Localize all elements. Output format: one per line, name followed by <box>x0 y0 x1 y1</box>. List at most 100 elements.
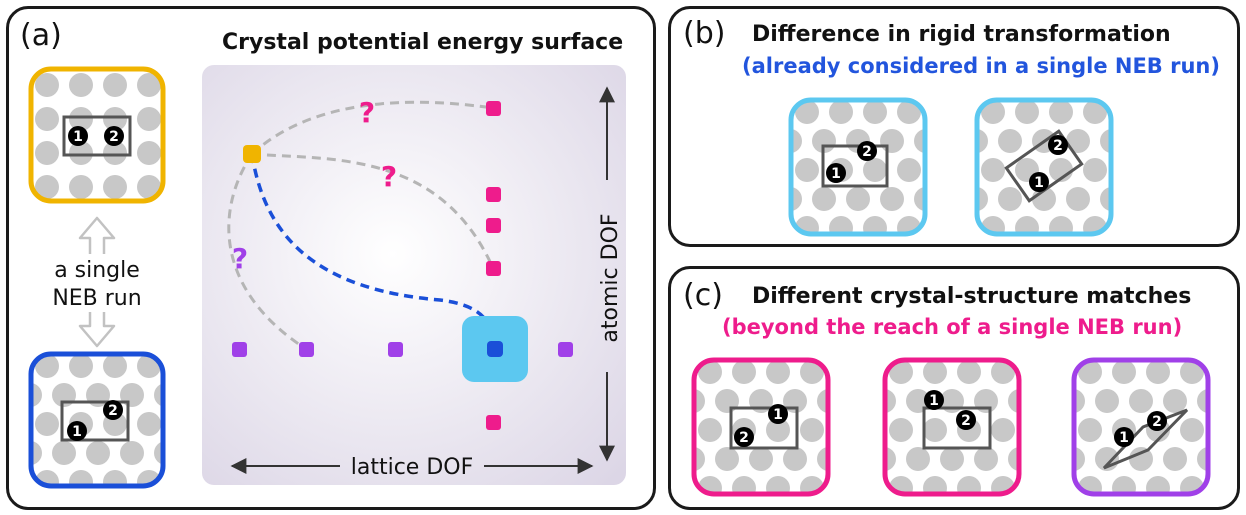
lattice-dot <box>1066 187 1090 211</box>
atom-2: 2 <box>1147 411 1167 431</box>
lattice-dot <box>171 39 195 63</box>
lattice-dot <box>69 354 93 378</box>
lattice-dot <box>947 216 971 240</box>
lattice-dot <box>18 325 42 349</box>
lattice-dot <box>1074 447 1085 471</box>
neb-label-line1: a single <box>54 258 140 283</box>
lattice-dot <box>35 175 59 199</box>
lattice-dot <box>851 331 875 355</box>
lattice-dot <box>715 331 739 355</box>
lattice-dot <box>715 505 739 515</box>
lattice-dot <box>974 331 998 355</box>
lattice-dot <box>914 245 938 269</box>
lattice-dot <box>766 360 790 384</box>
svg-text:2: 2 <box>1152 414 1162 430</box>
lattice-dot <box>137 73 161 97</box>
lattice-dot <box>914 129 925 153</box>
purple-marker <box>299 342 314 357</box>
lattice-dot <box>800 360 824 384</box>
lattice-dot <box>694 447 705 471</box>
lattice-dot <box>69 175 93 199</box>
lattice-dot <box>795 216 819 234</box>
lattice-dot <box>103 39 127 63</box>
lattice-dot <box>1044 418 1068 442</box>
lattice-dot <box>1151 216 1175 240</box>
lattice-dot <box>103 107 127 131</box>
lattice-dot <box>1042 331 1066 355</box>
lattice-dot <box>906 331 930 355</box>
svg-text:2: 2 <box>108 403 118 419</box>
lattice-dot <box>664 360 688 384</box>
tile-match-3: 1 2 <box>1044 357 1238 515</box>
lattice-dot <box>885 331 909 355</box>
svg-text:1: 1 <box>72 424 82 440</box>
lattice-dot <box>1163 505 1187 515</box>
supercell-box <box>60 400 130 442</box>
lattice-dot <box>154 325 178 349</box>
lattice-dot <box>1180 360 1204 384</box>
lattice-dot <box>69 470 93 486</box>
x-axis-label: lattice DOF <box>351 455 474 480</box>
question-mark-top: ? <box>359 96 375 129</box>
lattice-dot <box>977 129 988 153</box>
lattice-dot <box>981 100 1005 124</box>
lattice-dot <box>863 216 887 234</box>
magenta-marker <box>486 415 501 430</box>
lattice-dot <box>52 499 76 515</box>
lattice-dot <box>991 360 1015 384</box>
lattice-dot <box>1214 360 1238 384</box>
lattice-dot <box>35 107 59 131</box>
lattice-dot <box>957 476 981 494</box>
lattice-dot <box>171 470 195 494</box>
lattice-dot <box>171 175 195 199</box>
atom-1: 1 <box>924 390 944 410</box>
lattice-dot <box>86 499 110 515</box>
question-mark-mid: ? <box>381 160 397 193</box>
lattice-dot <box>855 418 879 442</box>
lattice-dot <box>681 331 705 355</box>
lattice-dot <box>977 187 988 211</box>
lattice-dot <box>795 100 819 124</box>
lattice-dot <box>851 505 875 515</box>
lattice-dot <box>855 360 879 384</box>
lattice-dot <box>52 441 76 465</box>
atom-2: 2 <box>1048 135 1068 155</box>
lattice-dot <box>923 418 947 442</box>
supercell-box <box>1004 129 1084 203</box>
atom-2: 2 <box>734 427 754 447</box>
lattice-dot <box>1066 129 1090 153</box>
lattice-dot <box>137 412 161 436</box>
tile-match-1: 1 2 <box>664 331 909 515</box>
lattice-dot <box>749 505 773 515</box>
lattice-dot <box>1008 505 1032 515</box>
atom-2: 2 <box>104 126 124 146</box>
lattice-dot <box>998 129 1022 153</box>
lattice-dot <box>783 505 807 515</box>
lattice-dot <box>829 216 853 234</box>
lattice-dot <box>897 216 921 234</box>
panel-c-title: Different crystal-structure matches <box>752 284 1192 309</box>
pes-background <box>202 65 626 485</box>
lattice-dot <box>1015 216 1039 234</box>
lattice-dot <box>889 418 913 442</box>
lattice-dot <box>834 418 858 442</box>
atom-1: 1 <box>768 404 788 424</box>
lattice-dot <box>1078 418 1102 442</box>
lattice-dot <box>761 158 785 182</box>
lattice-dot <box>171 354 195 378</box>
lattice-dot <box>974 505 998 515</box>
lattice-dot <box>872 505 896 515</box>
lattice-dot <box>1076 331 1100 355</box>
lattice-dot <box>1061 505 1085 515</box>
lattice-dot <box>948 71 972 95</box>
lattice-dot <box>1180 418 1204 442</box>
lattice-dot <box>69 107 93 131</box>
svg-text:1: 1 <box>929 393 939 409</box>
lattice-dot <box>1100 71 1124 95</box>
lattice-dot <box>783 447 807 471</box>
svg-text:1: 1 <box>831 166 841 182</box>
lattice-dot <box>86 441 110 465</box>
lattice-dot <box>1197 505 1221 515</box>
neb-label-bg <box>46 254 150 312</box>
